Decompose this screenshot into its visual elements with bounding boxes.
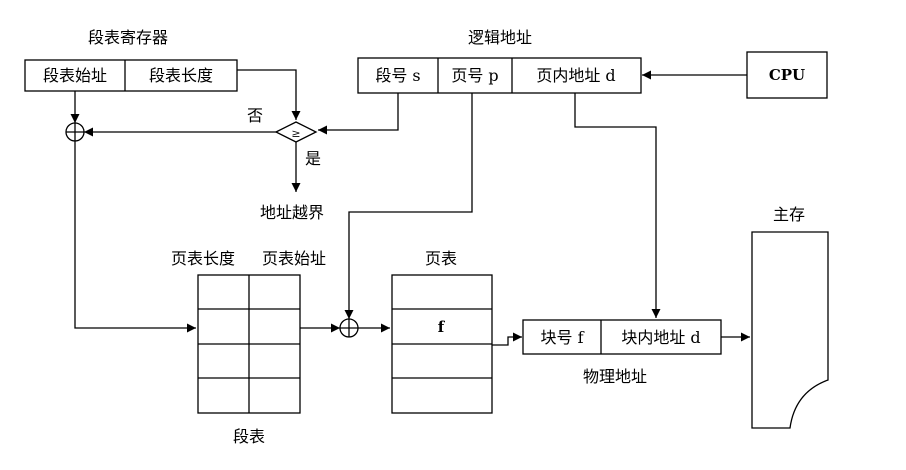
segment-register: 段表始址 段表长度 — [24, 59, 238, 92]
page-offset-field: 页内地址 d — [536, 66, 615, 85]
comparator-symbol: ≥ — [291, 127, 300, 140]
page-table-to-physical-arrow — [492, 332, 522, 346]
physical-address: 块号 f 块内地址 d — [522, 319, 722, 355]
segment-table-col-start: 页表始址 — [262, 249, 326, 268]
segment-table-caption: 段表 — [233, 427, 265, 446]
page-number-field: 页号 p — [451, 66, 498, 85]
segment-number-to-comparator-arrow — [318, 93, 399, 135]
block-number-field: 块号 f — [540, 328, 584, 347]
physical-address-box — [522, 319, 722, 355]
logical-address-box — [357, 57, 642, 94]
physical-address-caption: 物理地址 — [583, 367, 647, 386]
main-memory-shape — [751, 231, 829, 429]
segment-table-length-field: 段表长度 — [149, 66, 213, 85]
adder-to-segment-table-arrow — [74, 141, 196, 333]
segment-number-field: 段号 s — [375, 66, 420, 85]
segment-table — [197, 274, 301, 414]
segment-register-box — [24, 59, 238, 92]
comparator-no-label: 否 — [247, 106, 263, 125]
cpu-label: CPU — [769, 66, 805, 84]
page-table-entry-f: f — [438, 318, 446, 336]
logical-address: 段号 s 页号 p 页内地址 d — [357, 57, 642, 94]
page-table-title: 页表 — [425, 249, 457, 268]
cpu-box — [746, 51, 828, 99]
segment-register-title: 段表寄存器 — [88, 28, 168, 47]
address-overflow-label: 地址越界 — [260, 203, 324, 222]
length-to-comparator-arrow — [237, 69, 301, 120]
logical-address-title: 逻辑地址 — [468, 28, 532, 47]
adder-1 — [65, 122, 85, 142]
segment-table-col-length: 页表长度 — [171, 249, 235, 268]
block-offset-field: 块内地址 d — [621, 328, 700, 347]
main-memory-title: 主存 — [773, 205, 805, 224]
segment-table-start-field: 段表始址 — [43, 66, 107, 85]
offset-to-physical-arrow — [574, 93, 661, 318]
comparator-yes-label: 是 — [305, 149, 321, 168]
comparator-diamond — [274, 121, 318, 143]
page-table: f — [391, 274, 493, 414]
adder-2 — [339, 318, 359, 338]
page-number-to-adder-arrow — [344, 93, 473, 319]
